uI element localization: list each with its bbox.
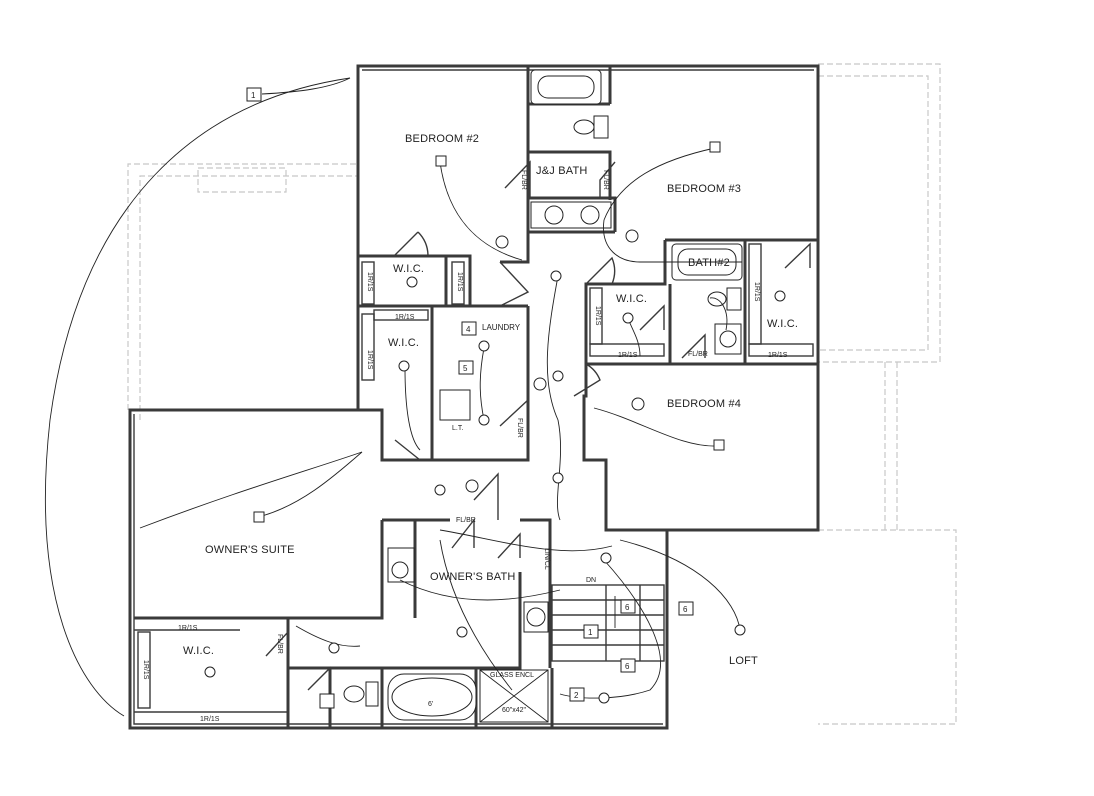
room-label-wic-owner: W.I.C.: [183, 645, 214, 657]
fl-br-label: FL/BR: [688, 351, 708, 358]
exterior-walls: [128, 64, 820, 730]
shelf-label: 1R/1S: [753, 282, 760, 302]
shelf-label: 1R/1S: [366, 350, 373, 370]
room-label-wic-bath2: W.I.C.: [616, 293, 647, 305]
svg-text:4: 4: [466, 325, 471, 334]
shelf-label: 1R/1S: [178, 625, 198, 632]
light-fixtures: [204, 141, 786, 704]
fl-br-label: FL/BR: [456, 517, 476, 524]
stair-down-label: DN: [586, 577, 596, 584]
room-label-wic-bedroom3: W.I.C.: [767, 318, 798, 330]
circuit-tag: 1: [246, 87, 262, 102]
svg-text:1: 1: [251, 91, 256, 100]
door-swings: [265, 160, 811, 691]
svg-text:2: 2: [574, 691, 579, 700]
shelf-label: 1R/1S: [142, 660, 149, 680]
circuit-tag: 4: [461, 321, 477, 336]
svg-text:6: 6: [625, 662, 630, 671]
room-label-bedroom4: BEDROOM #4: [667, 398, 741, 410]
staircase: [551, 584, 665, 662]
room-label-jj-bath: J&J BATH: [536, 165, 588, 177]
svg-text:1: 1: [588, 628, 593, 637]
fl-br-label: FL/BR: [520, 170, 527, 190]
shelf-label: 1R/1S: [456, 272, 463, 292]
shelf-label: 1R/1S: [200, 716, 220, 723]
svg-text:5: 5: [463, 364, 468, 373]
closet-shelves: [137, 243, 814, 709]
room-label-owners-bath: OWNER'S BATH: [430, 571, 516, 583]
circuit-tag: 6: [620, 658, 636, 673]
roof-outline: [127, 63, 957, 725]
glass-enclosure-label: GLASS ENCL: [490, 672, 534, 679]
shelf-label: 1R/1S: [618, 352, 638, 359]
room-label-bath2: BATH#2: [688, 257, 730, 269]
fl-br-label: FL/BR: [276, 634, 283, 654]
room-label-owners-suite: OWNER'S SUITE: [205, 544, 295, 556]
tub-size-label: 6': [428, 701, 433, 708]
electrical-wiring: [45, 77, 742, 717]
shower-size-label: 60"x42": [502, 707, 527, 714]
plumbing-fixtures: [319, 69, 743, 723]
shelf-label: 1R/1S: [395, 314, 415, 321]
shelf-label: 1R/1S: [594, 306, 601, 326]
svg-text:6: 6: [683, 605, 688, 614]
room-label-laundry: LAUNDRY: [482, 323, 521, 332]
circuit-tag: 5: [458, 360, 474, 375]
fl-br-label: FL/BR: [602, 170, 609, 190]
room-label-linen: L.T.: [452, 425, 463, 432]
interior-walls: [134, 66, 818, 728]
room-label-bedroom3: BEDROOM #3: [667, 183, 741, 195]
shelf-label: 1R/1S: [768, 352, 788, 359]
linen-closet-label: LIN/CL: [543, 548, 550, 570]
room-label-loft: LOFT: [729, 655, 758, 667]
room-label-wic-bedroom2: W.I.C.: [393, 263, 424, 275]
circuit-tag: 6: [620, 599, 636, 614]
room-label-bedroom2: BEDROOM #2: [405, 133, 479, 145]
shelf-label: 1R/1S: [366, 272, 373, 292]
circuit-tag: 6: [678, 601, 694, 616]
room-label-wic-laundry: W.I.C.: [388, 337, 419, 349]
circuit-tag: 1: [583, 624, 599, 639]
fl-br-label: FL/BR: [516, 418, 523, 438]
circuit-tag: 2: [569, 687, 585, 702]
svg-text:6: 6: [625, 603, 630, 612]
